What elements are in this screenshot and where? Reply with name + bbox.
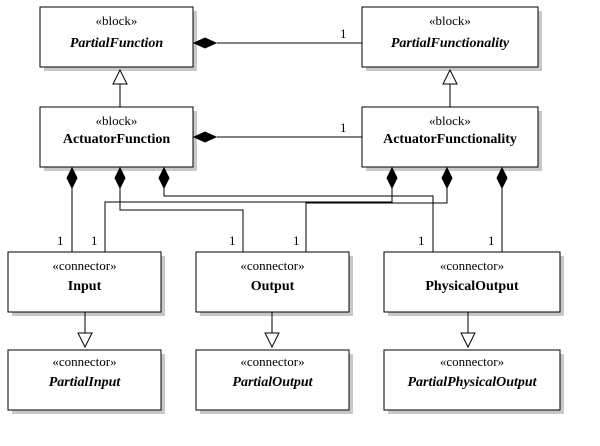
multiplicity-label: 1 <box>229 233 236 248</box>
connector-physical-output[interactable]: «connector» PhysicalOutput <box>383 251 564 316</box>
generalization-input-to-partial-input <box>77 312 93 349</box>
composition-af-input: 1 <box>57 166 78 252</box>
multiplicity-label: 1 <box>340 26 347 41</box>
connector-name: PhysicalOutput <box>425 279 519 294</box>
block-partial-function[interactable]: «block» PartialFunction <box>39 6 197 71</box>
multiplicity-label: 1 <box>293 233 300 248</box>
composition-afy-input: 1 <box>91 166 398 252</box>
composition-diamond-icon <box>192 37 218 49</box>
connector-name: Input <box>68 279 102 294</box>
block-actuator-functionality[interactable]: «block» ActuatorFunctionality <box>361 106 542 171</box>
block-stereotype: «block» <box>96 13 138 28</box>
composition-af-physical: 1 <box>158 166 434 252</box>
block-stereotype: «block» <box>429 13 471 28</box>
block-name: ActuatorFunctionality <box>383 132 517 147</box>
generalization-afy-to-pfy <box>442 68 458 107</box>
block-stereotype: «block» <box>429 113 471 128</box>
multiplicity-label: 1 <box>91 233 98 248</box>
generalization-af-to-pf <box>112 68 128 107</box>
composition-af-afy: 1 <box>192 120 362 143</box>
multiplicity-label: 1 <box>488 233 495 248</box>
connector-name: PartialInput <box>49 375 122 390</box>
composition-diamond-icon <box>192 131 218 143</box>
multiplicity-label: 1 <box>418 233 425 248</box>
connector-name: PartialOutput <box>232 375 313 390</box>
generalization-physical-to-partial-physical <box>460 312 476 349</box>
generalization-arrowhead-icon <box>112 68 128 85</box>
block-name: PartialFunctionality <box>391 36 510 51</box>
connector-stereotype: «connector» <box>52 354 116 369</box>
connector-stereotype: «connector» <box>440 258 504 273</box>
block-stereotype: «block» <box>96 113 138 128</box>
composition-pf-pfy: 1 <box>192 26 362 49</box>
composition-af-output: 1 <box>114 166 244 252</box>
generalization-arrowhead-icon <box>460 332 476 349</box>
connector-name: Output <box>251 279 295 294</box>
connector-stereotype: «connector» <box>440 354 504 369</box>
generalization-output-to-partial-output <box>264 312 280 349</box>
block-name: ActuatorFunction <box>63 132 171 147</box>
block-actuator-function[interactable]: «block» ActuatorFunction <box>39 106 197 171</box>
block-name: PartialFunction <box>70 36 164 51</box>
connector-stereotype: «connector» <box>52 258 116 273</box>
multiplicity-label: 1 <box>340 120 347 135</box>
block-partial-functionality[interactable]: «block» PartialFunctionality <box>361 6 542 71</box>
connector-partial-physical-output[interactable]: «connector» PartialPhysicalOutput <box>383 349 564 414</box>
connector-partial-input[interactable]: «connector» PartialInput <box>7 349 165 414</box>
connector-output[interactable]: «connector» Output <box>195 251 353 316</box>
generalization-arrowhead-icon <box>77 332 93 349</box>
generalization-arrowhead-icon <box>264 332 280 349</box>
composition-afy-physical: 1 <box>488 166 508 252</box>
generalization-arrowhead-icon <box>442 68 458 85</box>
connector-stereotype: «connector» <box>240 258 304 273</box>
connector-partial-output[interactable]: «connector» PartialOutput <box>195 349 353 414</box>
connector-input[interactable]: «connector» Input <box>7 251 165 316</box>
connector-name: PartialPhysicalOutput <box>407 375 537 390</box>
composition-afy-output: 1 <box>293 166 453 252</box>
multiplicity-label: 1 <box>57 233 64 248</box>
connector-stereotype: «connector» <box>240 354 304 369</box>
